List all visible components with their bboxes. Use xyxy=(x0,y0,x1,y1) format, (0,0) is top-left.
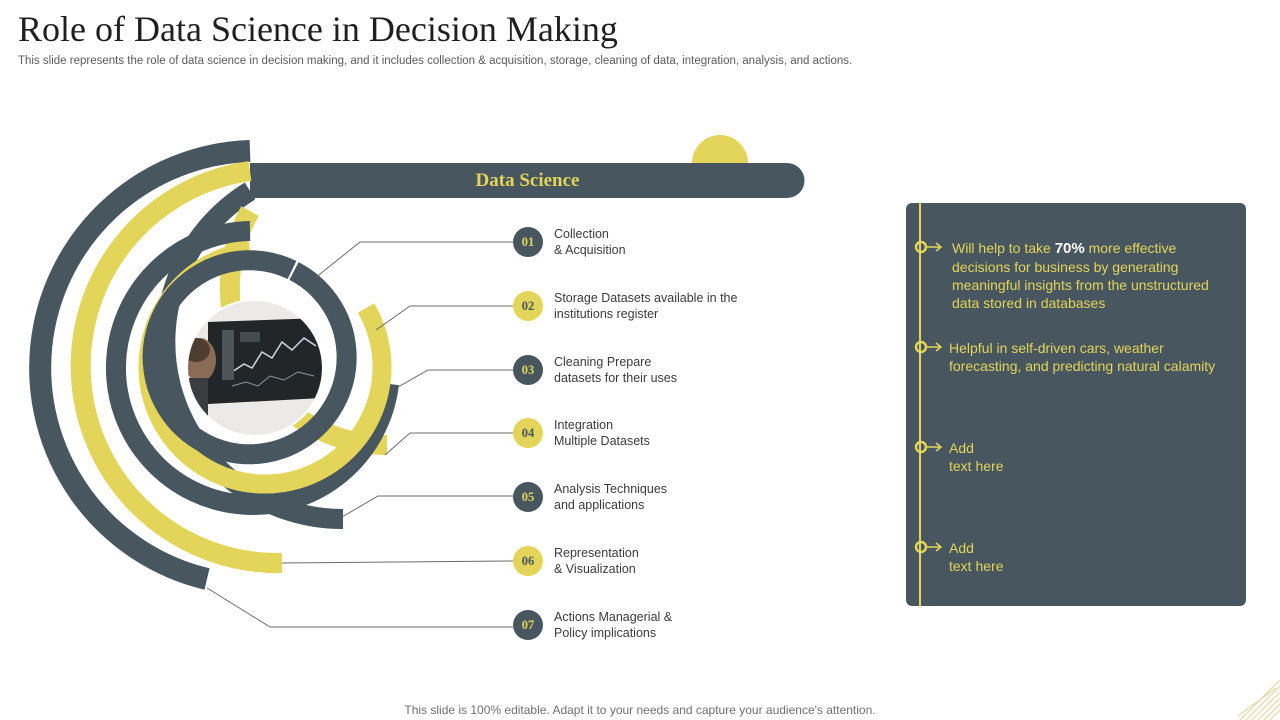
panel-timeline xyxy=(919,203,921,606)
highlight-percentage: 70% xyxy=(1054,240,1085,257)
connector-03 xyxy=(397,369,513,388)
circle-arrow-icon xyxy=(914,440,943,454)
insights-panel: Will help to take 70% more effective dec… xyxy=(906,203,1246,606)
insight-4-text: Add text here xyxy=(949,540,1004,574)
connector-07 xyxy=(206,587,513,628)
step-number-badge: 03 xyxy=(513,355,543,385)
step-05: 05 Analysis Techniques and applications xyxy=(513,482,833,514)
circle-arrow-icon xyxy=(914,540,943,554)
photo-icon xyxy=(186,299,324,437)
step-label: Collection & Acquisition xyxy=(554,227,626,257)
step-number-badge: 04 xyxy=(513,418,543,448)
circle-arrow-icon xyxy=(914,240,943,254)
ring-2 xyxy=(70,161,283,574)
insight-3-text: Add text here xyxy=(949,440,1004,474)
step-label: Actions Managerial & Policy implications xyxy=(554,610,673,640)
ring-5 xyxy=(105,221,399,515)
ring-group xyxy=(29,140,399,590)
circle-arrow-icon xyxy=(914,340,943,354)
connector-lines xyxy=(206,241,514,628)
connector-05 xyxy=(341,495,513,518)
footer-note: This slide is 100% editable. Adapt it to… xyxy=(404,703,876,717)
banner-decor-circle xyxy=(692,135,748,163)
connector-02 xyxy=(375,305,513,331)
ring-1 xyxy=(29,140,251,590)
step-03: 03 Cleaning Prepare datasets for their u… xyxy=(513,355,833,387)
connector-01 xyxy=(314,241,513,279)
step-01: 01 Collection & Acquisition xyxy=(513,227,833,259)
step-label: Representation & Visualization xyxy=(554,546,639,576)
step-number-badge: 05 xyxy=(513,482,543,512)
step-number-badge: 02 xyxy=(513,291,543,321)
page-title: Role of Data Science in Decision Making xyxy=(18,9,618,49)
step-06: 06 Representation & Visualization xyxy=(513,546,833,578)
corner-stripes-decoration xyxy=(1237,679,1280,720)
step-02: 02 Storage Datasets available in the ins… xyxy=(513,291,833,323)
step-number-badge: 06 xyxy=(513,546,543,576)
step-label: Cleaning Prepare datasets for their uses xyxy=(554,355,677,385)
banner-title: Data Science xyxy=(475,170,580,191)
step-number-badge: 01 xyxy=(513,227,543,257)
connector-06 xyxy=(281,560,514,564)
connector-04 xyxy=(384,432,513,456)
page-subtitle: This slide represents the role of data s… xyxy=(18,55,853,67)
insight-1-text: Will help to take 70% more effective dec… xyxy=(952,240,1209,311)
step-label: Integration Multiple Datasets xyxy=(554,418,650,448)
step-04: 04 Integration Multiple Datasets xyxy=(513,418,833,450)
insight-2-text: Helpful in self-driven cars, weather for… xyxy=(949,340,1216,374)
step-number-badge: 07 xyxy=(513,610,543,640)
data-science-banner xyxy=(250,163,805,198)
step-label: Storage Datasets available in the instit… xyxy=(554,291,738,321)
step-07: 07 Actions Managerial & Policy implicati… xyxy=(513,610,833,642)
step-label: Analysis Techniques and applications xyxy=(554,482,668,512)
ring-7 xyxy=(142,250,357,465)
